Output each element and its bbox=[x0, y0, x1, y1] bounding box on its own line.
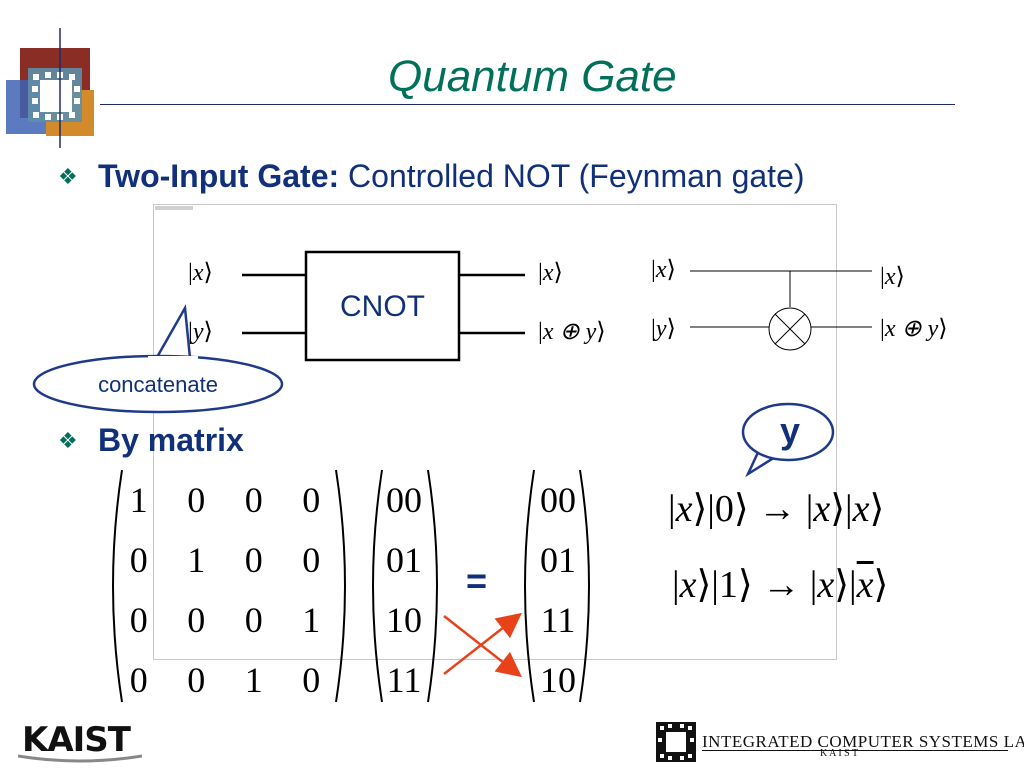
bullet-label: Two-Input Gate: bbox=[98, 158, 340, 194]
concatenate-label: concatenate bbox=[98, 372, 218, 397]
matrix-cell: 0 bbox=[129, 600, 148, 640]
equals-sign: = bbox=[466, 560, 488, 601]
matrix-cell: 1 bbox=[187, 540, 206, 580]
matrix-cell: 0 bbox=[302, 660, 321, 700]
vector-cell: 10 bbox=[540, 660, 576, 700]
ket-input-y: |y⟩ bbox=[188, 319, 213, 345]
kaist-logo: KAIST bbox=[22, 720, 131, 760]
bullet-text: Controlled NOT (Feynman gate) bbox=[339, 158, 805, 194]
y-callout-shape bbox=[741, 402, 835, 478]
icsl-logo-underline bbox=[702, 750, 1008, 751]
ket-right-output-x: |x⟩ bbox=[880, 264, 905, 290]
vector-cell: 10 bbox=[386, 600, 422, 640]
corner-logo bbox=[6, 28, 94, 148]
gate-matrix: 1 0 0 0 0 1 0 0 0 0 0 1 0 0 1 0 bbox=[110, 470, 340, 710]
swap-arrows bbox=[443, 612, 522, 678]
matrix-cell: 0 bbox=[187, 600, 206, 640]
diamond-bullet-icon: ❖ bbox=[58, 163, 78, 189]
matrix-cell: 0 bbox=[244, 540, 263, 580]
matrix-cell: 0 bbox=[187, 480, 206, 520]
matrix-cell: 1 bbox=[302, 600, 321, 640]
cnot-box bbox=[304, 250, 461, 362]
vector-cell: 01 bbox=[386, 540, 422, 580]
input-vector: 00 01 10 11 bbox=[374, 470, 434, 710]
page-title: Quantum Gate bbox=[388, 52, 677, 101]
equation-ket-x-1: |x⟩|1⟩ → |x⟩|x⟩ bbox=[672, 564, 889, 606]
bullet-by-matrix: ❖ By matrix bbox=[58, 422, 244, 459]
matrix-cell: 0 bbox=[244, 600, 263, 640]
vector-cell: 01 bbox=[540, 540, 576, 580]
cnot-circuit-symbol bbox=[690, 270, 872, 351]
matrix-cell: 1 bbox=[129, 480, 148, 520]
ket-right-input-y: |y⟩ bbox=[651, 316, 676, 342]
matrix-cell: 0 bbox=[302, 480, 321, 520]
matrix-cell: 0 bbox=[302, 540, 321, 580]
matrix-cell: 0 bbox=[129, 540, 148, 580]
matrix-cell: 0 bbox=[244, 480, 263, 520]
title-underline bbox=[100, 104, 955, 105]
bullet-two-input-gate: ❖ Two-Input Gate: Controlled NOT (Feynma… bbox=[58, 158, 805, 195]
arrow-11-to-10 bbox=[443, 612, 522, 675]
icsl-logo-text: INTEGRATED COMPUTER SYSTEMS LAB bbox=[702, 732, 1024, 751]
ket-right-output-xor: |x ⊕ y⟩ bbox=[880, 316, 948, 342]
ket-input-x: |x⟩ bbox=[188, 260, 213, 286]
vector-cell: 11 bbox=[386, 660, 422, 700]
concatenate-callout-shape bbox=[32, 303, 284, 414]
ket-output-x: |x⟩ bbox=[538, 260, 563, 286]
ket-output-xor: |x ⊕ y⟩ bbox=[538, 319, 606, 345]
matrix-parentheses bbox=[112, 469, 590, 703]
icsl-logo-sub: K A I S T bbox=[820, 748, 859, 759]
matrix-cell: 1 bbox=[244, 660, 263, 700]
vector-cell: 00 bbox=[386, 480, 422, 520]
matrix-cell: 0 bbox=[129, 660, 148, 700]
output-vector: 00 01 11 10 bbox=[528, 470, 588, 710]
y-callout-label: y bbox=[779, 410, 801, 451]
vector-cell: 11 bbox=[540, 600, 576, 640]
vector-cell: 00 bbox=[540, 480, 576, 520]
equation-ket-x-0: |x⟩|0⟩ → |x⟩|x⟩ bbox=[668, 488, 885, 530]
icsl-logo-icon bbox=[656, 722, 696, 762]
ket-right-input-x: |x⟩ bbox=[651, 257, 676, 283]
kaist-logo-swoosh bbox=[18, 754, 142, 763]
embedded-figure-caption bbox=[155, 206, 193, 210]
cnot-block-diagram bbox=[242, 250, 525, 362]
matrix-cell: 0 bbox=[187, 660, 206, 700]
diamond-bullet-icon: ❖ bbox=[58, 427, 78, 453]
bullet-label: By matrix bbox=[98, 422, 244, 458]
cnot-label: CNOT bbox=[340, 290, 425, 323]
